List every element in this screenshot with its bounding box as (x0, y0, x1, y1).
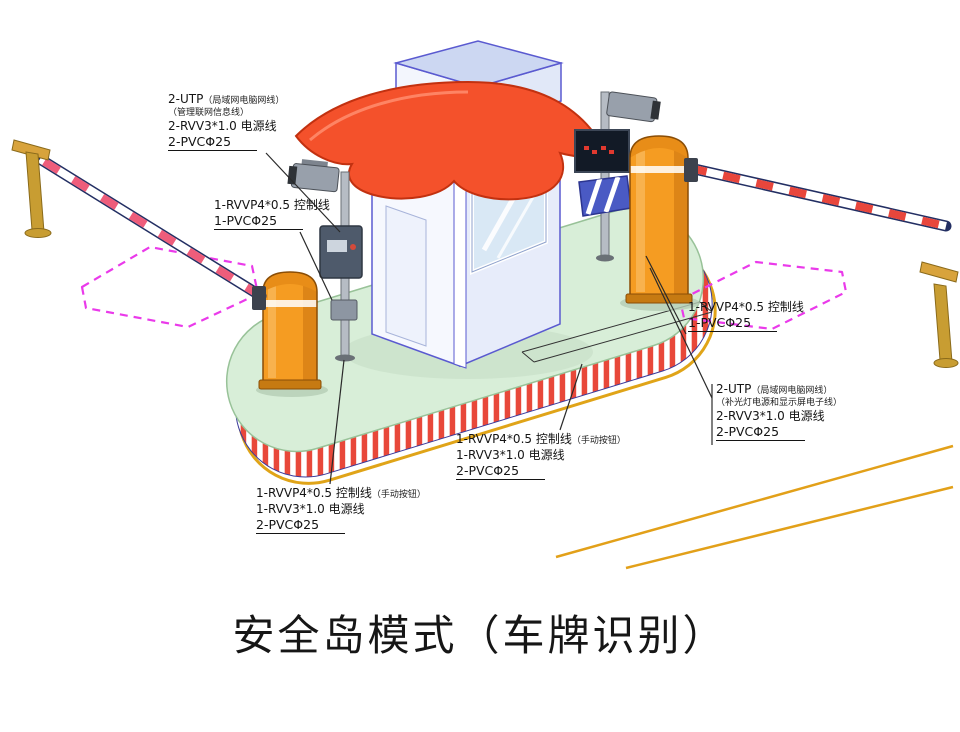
callout-bottom-left: 1-RVVP4*0.5 控制线（手动按钮） 1-RVV3*1.0 电源线 2-P… (256, 486, 426, 534)
pole-right-base (596, 254, 614, 262)
pole-left-base (335, 354, 355, 362)
guide-lines-yellow (555, 444, 954, 570)
cable-label: 1-RVVP4*0.5 控制线 (456, 432, 572, 446)
cable-label: 2-UTP (716, 382, 752, 396)
booth-corner-pillar (453, 171, 467, 369)
left-gate-cap (263, 272, 317, 292)
control-box (319, 225, 363, 279)
left-gate-base (258, 379, 322, 390)
booth-door (385, 205, 427, 347)
callout-top-left: 2-UTP（局域网电脑网线） （管理联网信息线） 2-RVV3*1.0 电源线 … (168, 92, 285, 152)
guard-booth (294, 40, 608, 369)
barrier-arm-left (34, 153, 267, 302)
pole-right (600, 91, 610, 259)
cable-label: 2-RVV3*1.0 电源线 (168, 119, 277, 134)
cable-label-note: （局域网电脑网线） (203, 96, 285, 106)
lpr-sign (578, 175, 632, 217)
booth-canopy (294, 80, 608, 201)
loop-detector-left (80, 245, 260, 329)
camera-pole-left (287, 159, 363, 362)
camera-pole-right (574, 91, 661, 262)
left-end-post (11, 139, 52, 238)
canopy-highlight (309, 90, 469, 142)
cable-label-note: （手动按钮） (571, 436, 626, 446)
left-gate-groove (263, 300, 317, 307)
cable-label-pvc: 2-PVCΦ25 (168, 134, 258, 152)
barrier-arm-right (684, 162, 952, 232)
leader-lines (265, 152, 713, 485)
junction-box (330, 299, 358, 321)
cable-label: 1-RVV3*1.0 电源线 (256, 501, 365, 516)
led-display (574, 129, 630, 173)
left-arm-hinge (252, 286, 266, 310)
left-gate-highlight (268, 282, 276, 378)
cable-label-pvc: 2-PVCΦ25 (256, 517, 346, 534)
lpr-camera-left-icon (287, 159, 340, 193)
right-gate-groove (630, 166, 688, 173)
cable-label: 1-RVVP4*0.5 控制线 (688, 300, 804, 314)
callout-right-mid: 1-RVVP4*0.5 控制线 1-PVCΦ25 (688, 300, 804, 333)
led-display-dots (584, 146, 614, 154)
callout-center: 1-RVVP4*0.5 控制线（手动按钮） 1-RVV3*1.0 电源线 2-P… (456, 432, 626, 480)
cable-label-note: （补光灯电源和显示屏电子线） (716, 397, 843, 408)
right-gate-cap (630, 136, 688, 158)
diagram-title: 安全岛模式（车牌识别） (232, 611, 728, 660)
right-end-post (919, 261, 959, 368)
cable-label: 1-RVV3*1.0 电源线 (456, 447, 565, 462)
cable-label: 1-RVVP4*0.5 控制线 (256, 486, 372, 500)
cable-label-pvc: 2-PVCΦ25 (456, 463, 546, 480)
cable-label-pvc: 2-PVCΦ25 (716, 424, 806, 442)
cable-label-pvc: 1-PVCΦ25 (688, 315, 778, 333)
right-gate-base (625, 293, 693, 304)
loop-detector-right (678, 260, 848, 331)
callout-left-mid: 1-RVVP4*0.5 控制线 1-PVCΦ25 (214, 198, 330, 231)
lpr-camera-right-icon (606, 91, 661, 123)
right-gate-highlight (636, 146, 645, 292)
conduit-lines (521, 301, 713, 363)
cable-label-note: （手动按钮） (371, 490, 426, 500)
cable-label: 1-RVVP4*0.5 控制线 (214, 198, 330, 212)
cable-label-note: （管理联网信息线） (168, 107, 250, 118)
cable-label: 2-UTP (168, 92, 204, 106)
cable-label: 2-RVV3*1.0 电源线 (716, 409, 825, 424)
right-barrier-gate (625, 135, 693, 304)
left-barrier-gate (258, 271, 322, 390)
right-arm-hinge (684, 158, 698, 182)
cable-label-note: （局域网电脑网线） (751, 386, 833, 396)
cable-label-pvc: 1-PVCΦ25 (214, 213, 304, 231)
callout-far-right: 2-UTP（局域网电脑网线） （补光灯电源和显示屏电子线） 2-RVV3*1.0… (716, 382, 843, 442)
